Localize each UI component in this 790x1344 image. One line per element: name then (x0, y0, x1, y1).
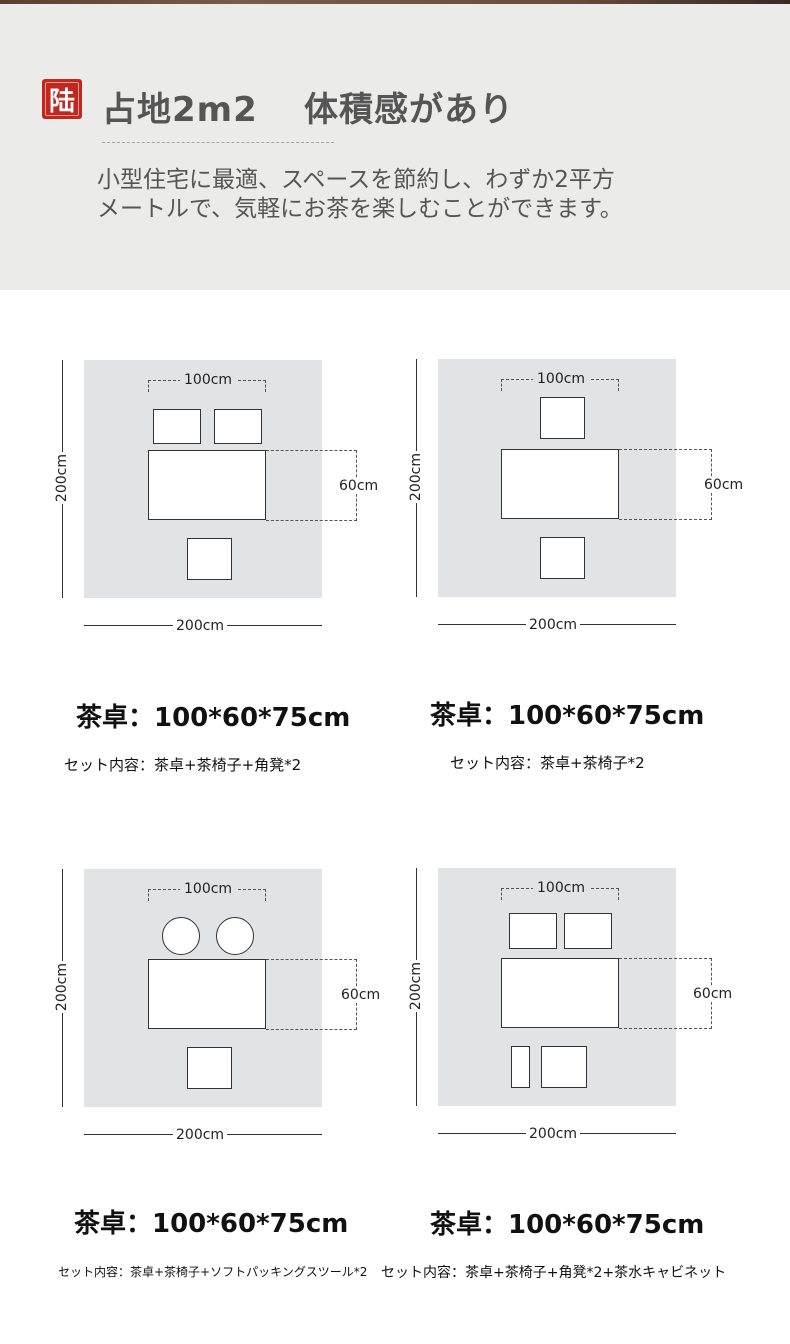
tea-chair (540, 397, 585, 439)
room-width-label: 200cm (173, 1127, 228, 1143)
round-stool (216, 917, 254, 955)
room-width-label: 200cm (173, 618, 228, 634)
tea-chair (187, 538, 232, 580)
table-width-label: 100cm (533, 880, 590, 896)
tea-chair (540, 537, 585, 579)
layout-panel-1: 200cm 100cm 60cm 200cm (54, 360, 402, 660)
round-stool (162, 917, 200, 955)
tea-table (501, 958, 619, 1028)
table-depth-label: 60cm (701, 477, 747, 493)
room-width-label: 200cm (526, 1126, 581, 1142)
room-height-label: 200cm (54, 961, 70, 1014)
seal-logo-icon: 陆 (42, 79, 82, 119)
set-contents: セット内容：茶卓+茶椅子+角凳*2 (64, 756, 302, 774)
table-depth-label: 60cm (690, 986, 736, 1002)
tea-cabinet (511, 1046, 530, 1088)
seal-char: 陆 (48, 86, 75, 117)
header-banner: 陆 占地2m2 体積感があり 小型住宅に最適、スペースを節約し、わずか2平方メー… (0, 4, 790, 290)
room-width-label: 200cm (526, 617, 581, 633)
table-depth-label: 60cm (338, 987, 384, 1003)
table-depth-dimension (619, 449, 712, 520)
layout-panel-3: 200cm 100cm 60cm 200cm (54, 869, 402, 1169)
room-height-label: 200cm (408, 960, 424, 1013)
table-width-label: 100cm (180, 372, 237, 388)
top-decor-strip (0, 0, 790, 4)
table-spec: 茶卓：100*60*75cm (74, 1209, 349, 1239)
room-height-label: 200cm (408, 451, 424, 504)
table-width-label: 100cm (180, 881, 237, 897)
room-floor: 100cm (438, 868, 676, 1106)
table-spec: 茶卓：100*60*75cm (76, 703, 351, 733)
square-stool (153, 409, 201, 444)
header-description: 小型住宅に最適、スペースを節約し、わずか2平方メートルで、気軽にお茶を楽しむこと… (97, 167, 623, 222)
set-contents: セット内容：茶卓+茶椅子+ソフトパッキングスツール*2 (58, 1265, 368, 1279)
room-floor: 100cm (84, 869, 322, 1107)
header-divider (102, 142, 334, 143)
table-depth-label: 60cm (336, 478, 382, 494)
tea-table (148, 959, 266, 1029)
square-stool (564, 913, 612, 949)
square-stool (509, 913, 557, 949)
tea-table (501, 449, 619, 519)
tea-table (148, 450, 266, 520)
square-stool (214, 409, 262, 444)
page-title: 占地2m2 (102, 90, 258, 130)
table-spec: 茶卓：100*60*75cm (430, 1210, 705, 1240)
page-subtitle: 体積感があり (304, 90, 514, 130)
table-width-label: 100cm (533, 371, 590, 387)
set-contents: セット内容：茶卓+茶椅子+角凳*2+茶水キャビネット (381, 1265, 727, 1281)
table-spec: 茶卓：100*60*75cm (430, 701, 705, 731)
room-height-label: 200cm (54, 452, 70, 505)
tea-chair (541, 1046, 587, 1088)
room-floor: 100cm (438, 359, 676, 597)
layout-panel-2: 200cm 100cm 60cm 200cm (408, 359, 756, 659)
tea-chair (187, 1047, 232, 1089)
layout-panel-4: 200cm 100cm 60cm 200cm (408, 868, 756, 1168)
room-floor: 100cm (84, 360, 322, 598)
set-contents: セット内容：茶卓+茶椅子*2 (450, 754, 645, 772)
